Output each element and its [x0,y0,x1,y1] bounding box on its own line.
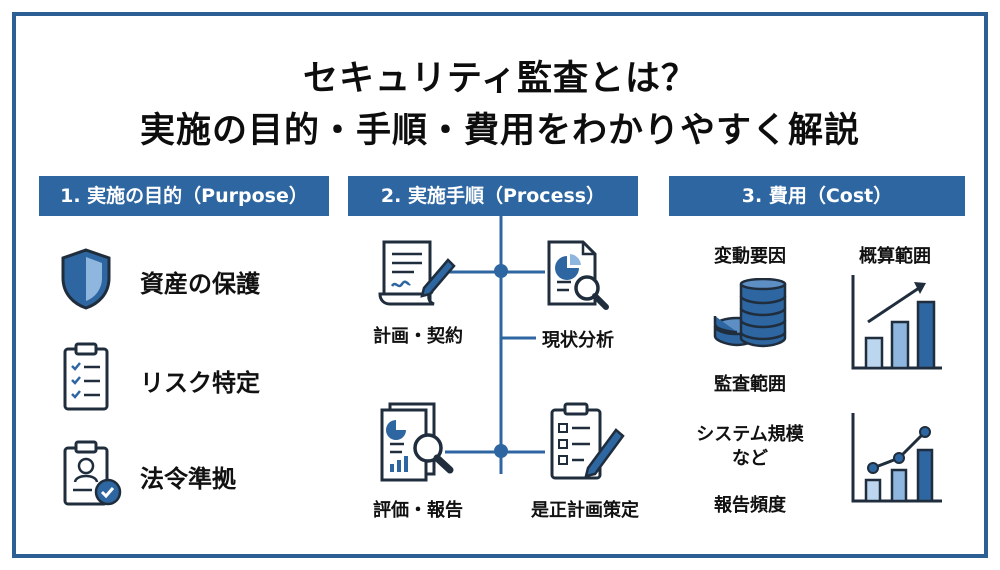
coin-stack-icon [713,278,787,348]
shield-icon [60,248,112,310]
purpose-item-2-label: リスク特定 [140,369,260,397]
page-title-line1: セキュリティ監査とは？ [303,59,697,99]
cost-factor-2-suffix: など [732,448,768,469]
purpose-header: 1. 実施の目的（Purpose） [39,176,329,216]
connector-top [445,270,545,274]
clipboard-checklist-icon [62,342,110,412]
process-step-1-label: 計画・契約 [373,326,463,347]
process-step-4-label: 是正計画策定 [531,500,639,521]
connector-middle [500,336,536,340]
contract-sign-icon [378,238,458,308]
purpose-item-3-label: 法令準拠 [140,465,236,493]
bar-line-chart-icon [850,410,945,505]
document-magnifier-icon [545,238,611,310]
cost-range-heading: 概算範囲 [859,246,931,267]
process-header: 2. 実施手順（Process） [348,176,638,216]
cost-factor-3: 報告頻度 [714,495,786,516]
report-magnifier-icon [378,402,460,482]
page-title-line2: 実施の目的・手順・費用をわかりやすく解説 [139,111,860,151]
process-step-2-label: 現状分析 [542,330,614,351]
cost-factor-2: システム規模 [696,424,804,445]
cost-factors-heading: 変動要因 [714,246,786,267]
process-step-3-label: 評価・報告 [373,500,463,521]
bar-chart-up-icon [850,272,945,372]
process-timeline [488,216,514,476]
purpose-item-1-label: 資産の保護 [140,270,260,298]
cost-header: 3. 費用（Cost） [669,176,965,216]
cost-factor-1: 監査範囲 [714,374,786,395]
connector-bottom [445,450,545,454]
checklist-pen-icon [548,402,628,482]
id-badge-check-icon [62,440,124,508]
